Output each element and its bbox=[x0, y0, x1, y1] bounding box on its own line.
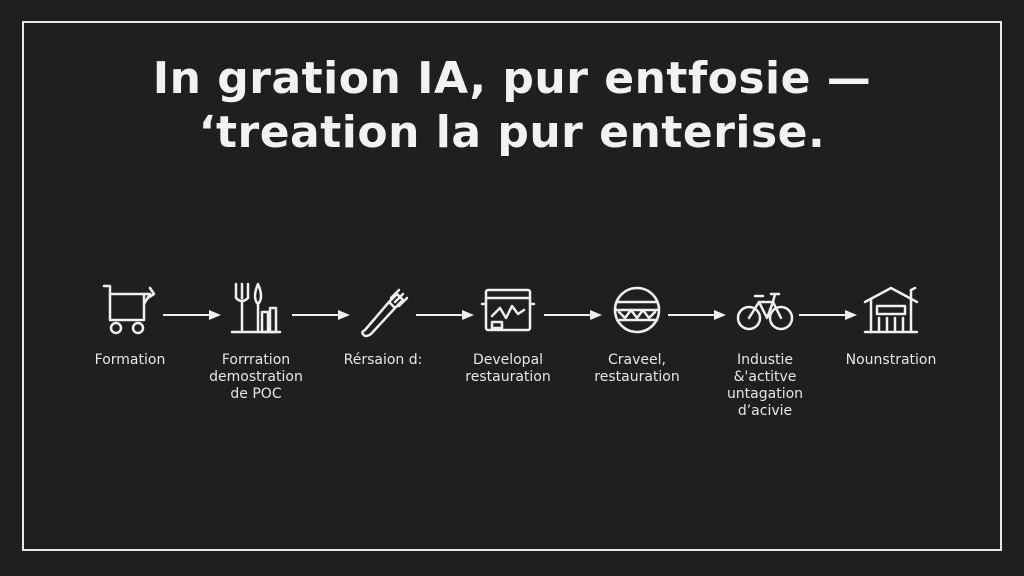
machine-icon bbox=[480, 288, 536, 332]
flow-arrow-icon bbox=[292, 310, 350, 320]
flow-step-label: Forrration demostration de POC bbox=[209, 352, 303, 402]
building-icon bbox=[863, 286, 919, 334]
flow-step-label: Craveel, restauration bbox=[594, 352, 680, 385]
flow-step-label: Industie &'actitve untagation d’acivie bbox=[726, 352, 804, 419]
process-flow: Formation Forrration demostration bbox=[0, 270, 1024, 420]
flow-arrow-icon bbox=[163, 310, 221, 320]
tool-icon bbox=[361, 288, 409, 338]
slide-title: In gration IA, pur entfosie — ‘treation … bbox=[0, 52, 1024, 160]
utensils-icon bbox=[230, 282, 282, 334]
flow-arrow-icon bbox=[544, 310, 602, 320]
slide-frame bbox=[22, 21, 1002, 551]
flow-step-poc: Forrration demostration de POC bbox=[191, 270, 321, 403]
cart-icon bbox=[102, 284, 156, 335]
flow-step-demonstration: Nounstration bbox=[826, 270, 956, 369]
flow-step-label: Nounstration bbox=[845, 352, 937, 368]
flow-step-travel: Craveel, restauration bbox=[572, 270, 702, 386]
flow-step-label: Rérsaion d: bbox=[343, 352, 423, 368]
flow-step-industry: Industie &'actitve untagation d’acivie bbox=[700, 270, 830, 420]
flow-arrow-icon bbox=[668, 310, 726, 320]
flow-step-version: Rérsaion d: bbox=[318, 270, 448, 369]
flow-step-label: Formation bbox=[94, 352, 166, 368]
flow-arrow-icon bbox=[416, 310, 474, 320]
flow-arrow-icon bbox=[799, 310, 857, 320]
title-line-2: ‘treation la pur enterise. bbox=[198, 107, 826, 158]
title-line-1: In gration IA, pur entfosie — bbox=[152, 53, 872, 104]
flow-step-development: Developal restauration bbox=[443, 270, 573, 386]
bicycle-icon bbox=[736, 292, 794, 331]
flow-step-formation: Formation bbox=[65, 270, 195, 369]
flow-step-label: Developal restauration bbox=[465, 352, 551, 385]
globe-icon bbox=[613, 286, 661, 334]
